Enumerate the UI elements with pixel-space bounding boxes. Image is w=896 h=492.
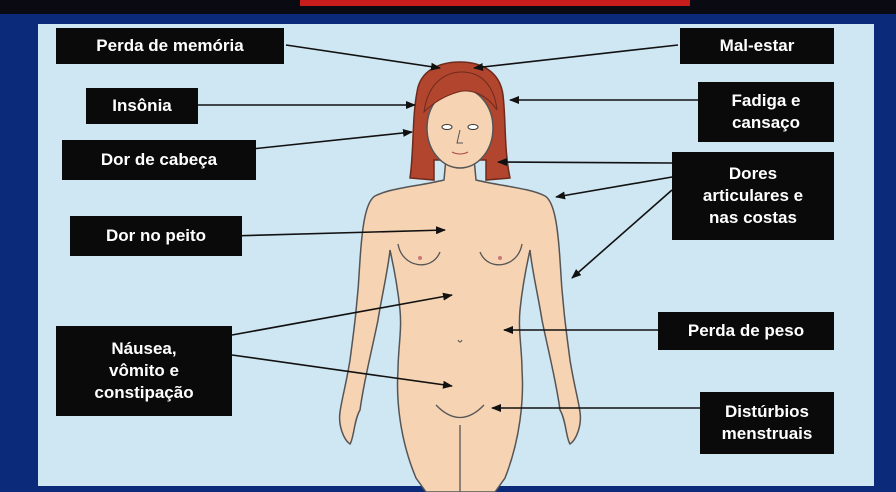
right-eye (468, 125, 478, 130)
label-perda-de-peso: Perda de peso (658, 312, 834, 350)
label-dor-de-cabeca: Dor de cabeça (62, 140, 256, 180)
label-dores-articulares: Dores articulares e nas costas (672, 152, 834, 240)
label-perda-de-memoria: Perda de memória (56, 28, 284, 64)
left-eye (442, 125, 452, 130)
label-mal-estar: Mal-estar (680, 28, 834, 64)
label-nausea-vomito-constipacao: Náusea, vômito e constipação (56, 326, 232, 416)
label-dor-no-peito: Dor no peito (70, 216, 242, 256)
nipple-right (498, 256, 502, 260)
label-fadiga-e-cansaco: Fadiga e cansaço (698, 82, 834, 142)
label-disturbios-menstruais: Distúrbios menstruais (700, 392, 834, 454)
nipple-left (418, 256, 422, 260)
label-insonia: Insônia (86, 88, 198, 124)
